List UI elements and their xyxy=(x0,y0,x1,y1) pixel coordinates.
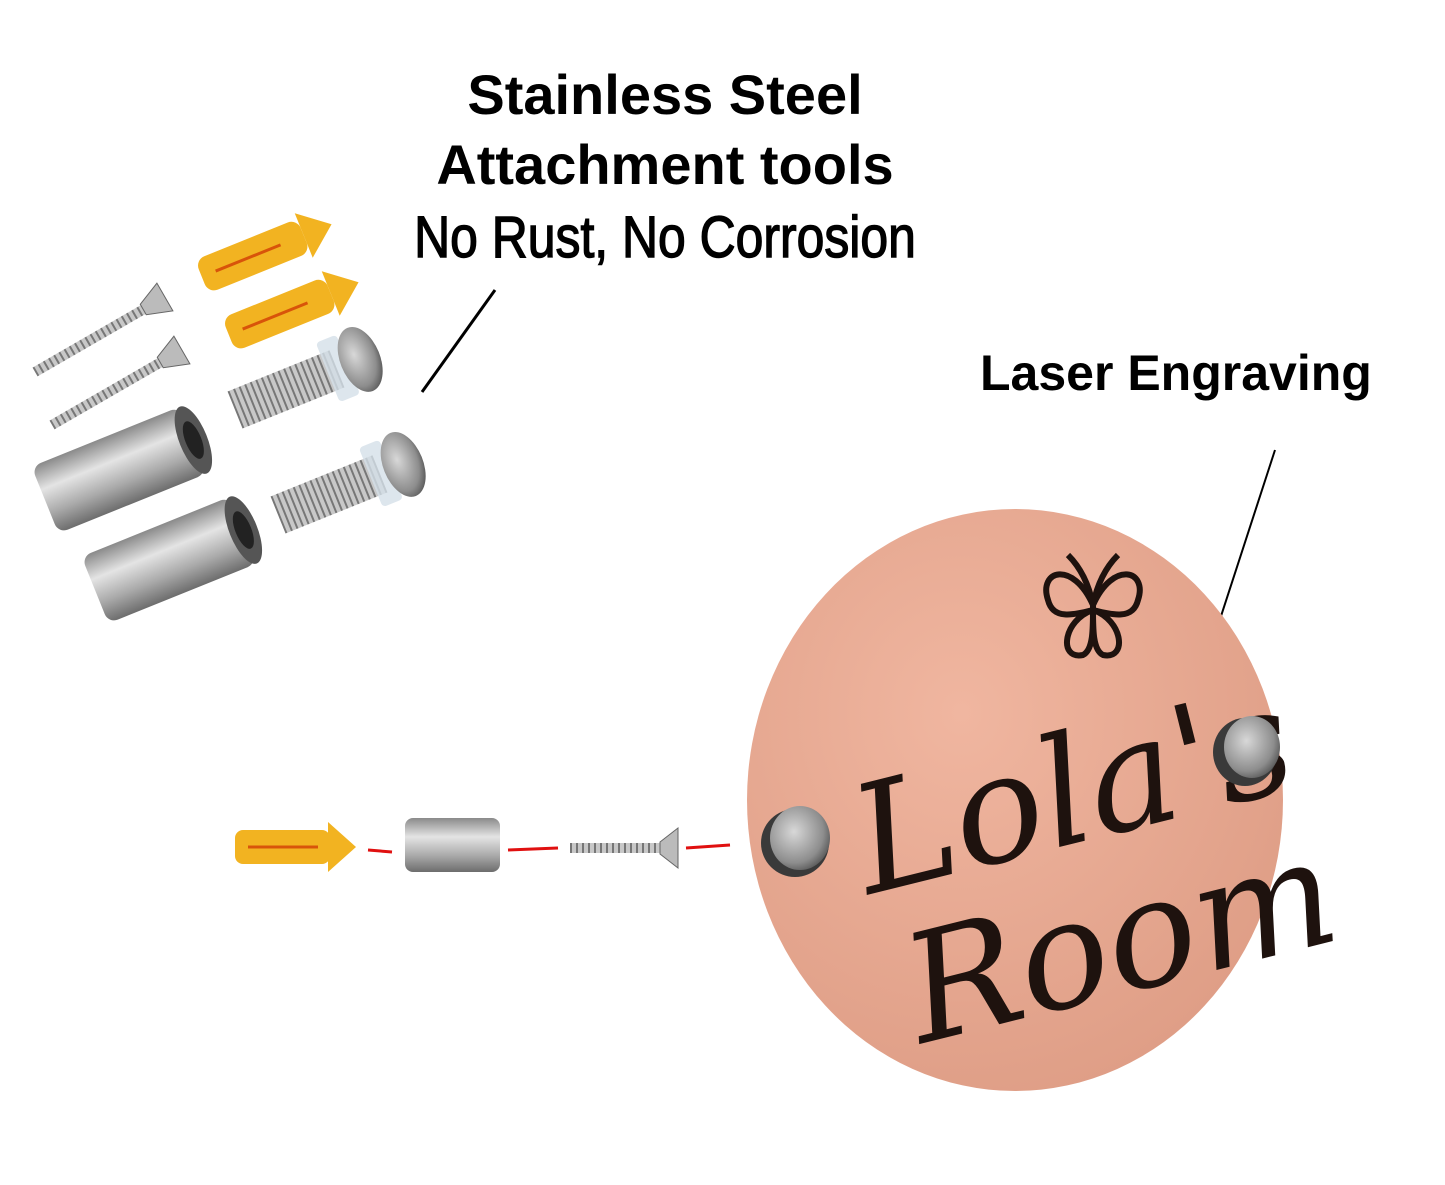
standoff-cap xyxy=(1213,716,1280,786)
standoff-bolt xyxy=(227,327,383,429)
screw xyxy=(32,282,174,377)
standoff-barrel xyxy=(34,406,213,531)
attachment-heading-line2: Attachment tools xyxy=(436,133,894,196)
guide-line xyxy=(507,846,559,852)
wall-anchor xyxy=(225,271,359,349)
hardware-set xyxy=(32,213,426,621)
standoff-cap xyxy=(761,806,830,877)
guide-line xyxy=(685,843,731,850)
guide-line xyxy=(367,848,393,854)
standoff-barrel xyxy=(84,496,263,621)
attachment-heading-line1: Stainless Steel xyxy=(467,63,863,126)
attachment-pointer-line xyxy=(420,289,497,393)
assembly-diagram xyxy=(235,818,731,872)
standoff-barrel xyxy=(405,818,500,872)
standoff-bolt xyxy=(270,432,426,534)
wall-anchor xyxy=(235,822,356,872)
name-plaque: Lola's Room xyxy=(747,509,1353,1091)
engraving-label: Laser Engraving xyxy=(980,345,1372,401)
screw xyxy=(49,335,191,430)
attachment-subheading: No Rust, No Corrosion xyxy=(414,204,917,270)
screw xyxy=(570,826,679,870)
wall-anchor xyxy=(198,213,332,291)
butterfly-icon xyxy=(1043,552,1143,659)
